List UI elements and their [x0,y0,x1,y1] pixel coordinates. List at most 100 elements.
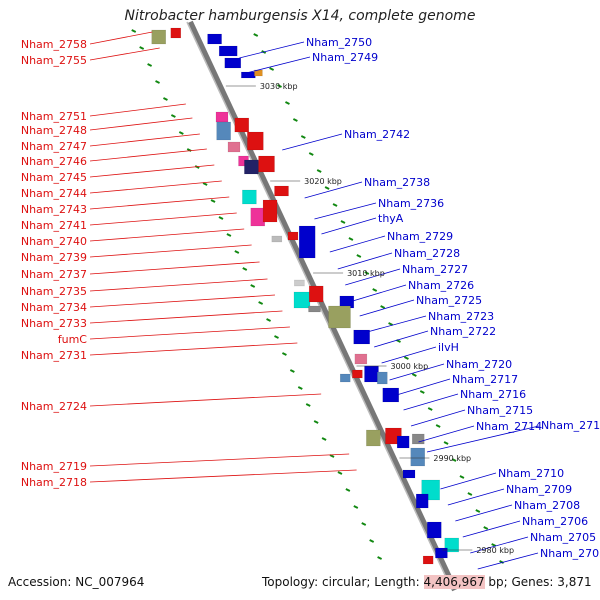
left-track-tick [353,505,359,509]
right-track-tick [451,458,457,462]
left-track-tick [131,29,137,33]
right-track-tick [467,492,473,496]
genome-length: 4,406,967 [423,575,485,589]
right-gene-label: Nham_2703 [540,547,600,560]
left-gene-label: Nham_2741 [21,219,87,232]
teal-feature [293,291,311,309]
right-gene-label: Nham_2729 [387,230,453,243]
right-track-tick [277,84,282,88]
blue-feature [224,57,242,69]
right-gene-leader [367,315,427,333]
right-gene-leader [447,488,505,506]
right-gene-label: Nham_2705 [530,531,596,544]
blue-feature [218,45,238,57]
red-feature [262,199,278,223]
left-gene-leader [89,244,252,258]
right-gene-leader [282,133,343,151]
steel-feature [377,371,388,385]
right-track-tick [269,67,275,71]
right-track-tick [372,288,378,292]
left-gene-leader [89,164,215,178]
right-track-tick [475,509,481,513]
blue-feature [396,435,410,449]
kbp-tick-label: 2980 kbp [476,546,514,555]
red-feature [308,285,324,303]
left-track-tick [305,403,311,407]
topology-suffix: bp; Genes: 3,871 [484,575,592,589]
right-gene-leader [239,41,305,59]
right-gene-label: Nham_2714 [476,420,542,433]
right-track-tick [388,322,394,326]
left-gene-leader [89,117,193,131]
right-gene-label: Nham_2706 [522,515,588,528]
right-gene-leader [389,363,445,381]
right-gene-leader [403,393,459,411]
left-track-tick [337,471,343,475]
right-track-tick [356,254,362,258]
left-track-tick [170,114,176,118]
blue-feature [364,365,379,383]
right-gene-leader [396,378,451,396]
left-track-tick [163,97,168,101]
left-gene-leader [89,47,160,61]
feature-tracks [131,27,505,565]
left-track-tick [377,556,383,560]
right-gene-leader [470,536,529,554]
right-track-tick [380,305,386,309]
map-title: Nitrobacter hamburgensis X14, complete g… [124,8,476,24]
red-feature [422,555,434,565]
right-gene-label: thyA [378,212,404,225]
right-gene-leader [359,299,415,317]
blue-feature [207,33,222,45]
blue-feature [402,469,416,479]
left-gene-leader [89,261,260,275]
left-gene-label: Nham_2743 [21,203,87,216]
right-track-tick [403,356,409,360]
right-gene-label: Nham_2716 [460,388,526,401]
pink-feature [227,141,241,153]
left-track-tick [155,80,160,84]
left-gene-label: fumC [58,333,88,346]
navy-feature [244,159,259,175]
pink-feature [250,207,266,227]
blue-feature [427,521,442,539]
gray-feature [411,433,425,445]
right-gene-label: Nham_2708 [514,499,580,512]
right-gene-label: Nham_2723 [428,310,494,323]
kbp-tick-label: 3000 kbp [390,362,428,371]
red-feature [352,369,363,379]
kbp-tick-label: 3020 kbp [304,177,342,186]
left-track-tick [361,522,367,526]
left-gene-leader [89,453,350,467]
left-track-tick [258,301,264,305]
left-track-tick [147,63,153,67]
left-gene-label: Nham_2724 [21,400,87,413]
right-gene-leader [314,202,377,220]
left-gene-leader [89,278,268,292]
left-track-tick [250,284,256,288]
right-track-tick [364,271,370,275]
left-gene-label: Nham_2755 [21,54,87,67]
red-feature [247,131,264,151]
left-track-tick [234,250,240,254]
left-gene-leader [89,326,290,340]
left-gene-label: Nham_2719 [21,460,87,473]
red-feature [287,231,299,241]
right-track-tick [491,543,497,547]
left-track-tick [369,539,375,543]
right-gene-label: ilvH [438,341,459,354]
right-gene-label: Nham_2710 [498,467,564,480]
blue-feature [435,547,448,559]
left-track-tick [210,199,216,203]
topology-prefix: Topology: circular; Length: [262,575,424,589]
right-gene-label: Nham_2712 [541,419,600,432]
right-gene-leader [329,235,386,253]
left-gene-label: Nham_2734 [21,301,87,314]
right-gene-label: Nham_2750 [306,36,372,49]
left-gene-leader [89,180,222,194]
right-gene-leader [440,472,497,490]
right-track-tick [332,203,338,207]
right-track-tick [443,441,449,445]
olive-feature [328,305,351,329]
